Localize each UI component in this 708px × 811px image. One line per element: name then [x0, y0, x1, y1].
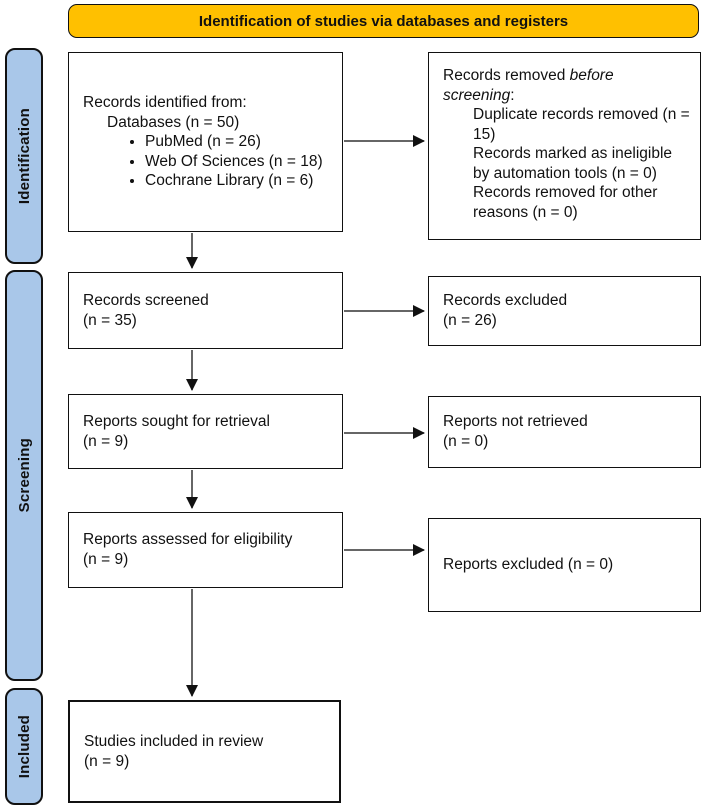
box-records-removed: Records removed before screening: Duplic… [428, 52, 701, 240]
box-line: Reports assessed for eligibility [83, 531, 293, 549]
stage-label-screening: Screening [5, 270, 43, 681]
box-line: (n = 26) [443, 312, 497, 329]
bullet-item: Cochrane Library (n = 6) [145, 171, 334, 191]
box-line: Reports sought for retrieval [83, 412, 270, 430]
box-line: (n = 9) [83, 432, 129, 450]
box-line: Records excluded [443, 292, 568, 310]
box-line: screening: [443, 86, 692, 106]
stage-label-included: Included [5, 688, 43, 805]
box-line: Records removed for other reasons (n = 0… [473, 184, 658, 221]
stage-label-text: Included [15, 714, 33, 779]
box-line: Records marked as ineligible by automati… [473, 145, 673, 182]
box-line-text: : [510, 86, 515, 104]
box-records-identified: Records identified from: Databases (n = … [68, 52, 343, 232]
bullet-list: PubMed (n = 26) Web Of Sciences (n = 18)… [83, 132, 334, 191]
stage-label-text: Screening [15, 438, 33, 513]
bullet-item: Web Of Sciences (n = 18) [145, 152, 334, 172]
bullet-item: PubMed (n = 26) [145, 132, 334, 152]
box-line: Records identified from: [83, 94, 247, 112]
box-records-screened: Records screened (n = 35) [68, 272, 343, 349]
box-studies-included: Studies included in review (n = 9) [68, 700, 341, 803]
box-records-excluded: Records excluded (n = 26) [428, 276, 701, 346]
box-reports-assessed: Reports assessed for eligibility (n = 9) [68, 512, 343, 588]
stage-label-text: Identification [15, 107, 33, 205]
box-line: Reports excluded (n = 0) [443, 556, 614, 574]
box-line: Studies included in review [84, 732, 264, 750]
box-line: (n = 9) [84, 752, 130, 770]
box-line: (n = 0) [443, 433, 489, 450]
box-reports-sought: Reports sought for retrieval (n = 9) [68, 394, 343, 469]
box-line: Reports not retrieved [443, 413, 588, 431]
box-line: Databases (n = 50) [107, 113, 240, 131]
box-line: (n = 9) [83, 551, 129, 568]
box-reports-excluded: Reports excluded (n = 0) [428, 518, 701, 612]
box-line-text: Records removed [443, 67, 570, 84]
box-line: Records screened [83, 291, 209, 309]
stage-label-identification: Identification [5, 48, 43, 264]
box-line: (n = 35) [83, 311, 137, 329]
banner-title: Identification of studies via databases … [68, 4, 699, 38]
box-line: Records removed before [443, 66, 692, 86]
box-line: Duplicate records removed (n = 15) [473, 106, 690, 143]
box-reports-not-retrieved: Reports not retrieved (n = 0) [428, 396, 701, 468]
box-line-italic: screening [443, 86, 511, 104]
box-line-italic: before [569, 67, 614, 84]
